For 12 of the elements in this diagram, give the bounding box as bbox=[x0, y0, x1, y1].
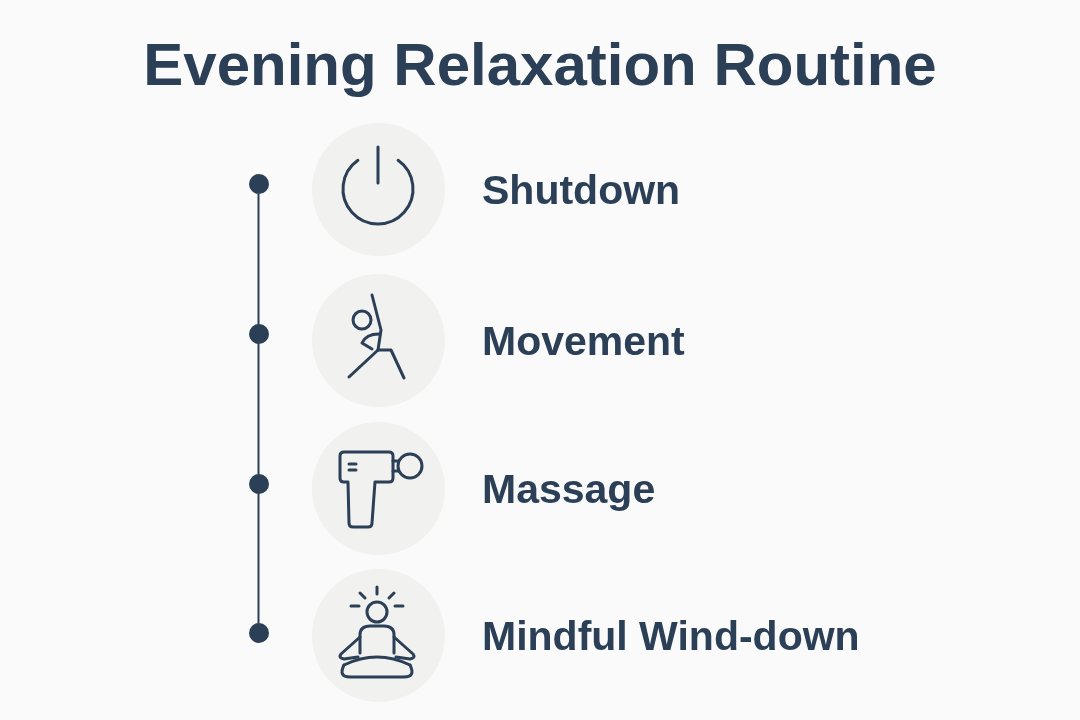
timeline-line bbox=[257, 493, 260, 624]
timeline-dot bbox=[248, 174, 269, 194]
step-label: Movement bbox=[482, 316, 685, 365]
timeline-dot bbox=[248, 474, 269, 494]
step-label: Shutdown bbox=[482, 165, 681, 214]
step-label: Mindful Wind-down bbox=[482, 611, 860, 660]
timeline-line bbox=[257, 343, 260, 475]
step-label: Massage bbox=[482, 464, 656, 513]
timeline-dot bbox=[248, 324, 269, 344]
title: Evening Relaxation Routine bbox=[143, 30, 937, 100]
timeline-dot bbox=[248, 623, 269, 643]
timeline-line bbox=[257, 193, 260, 325]
